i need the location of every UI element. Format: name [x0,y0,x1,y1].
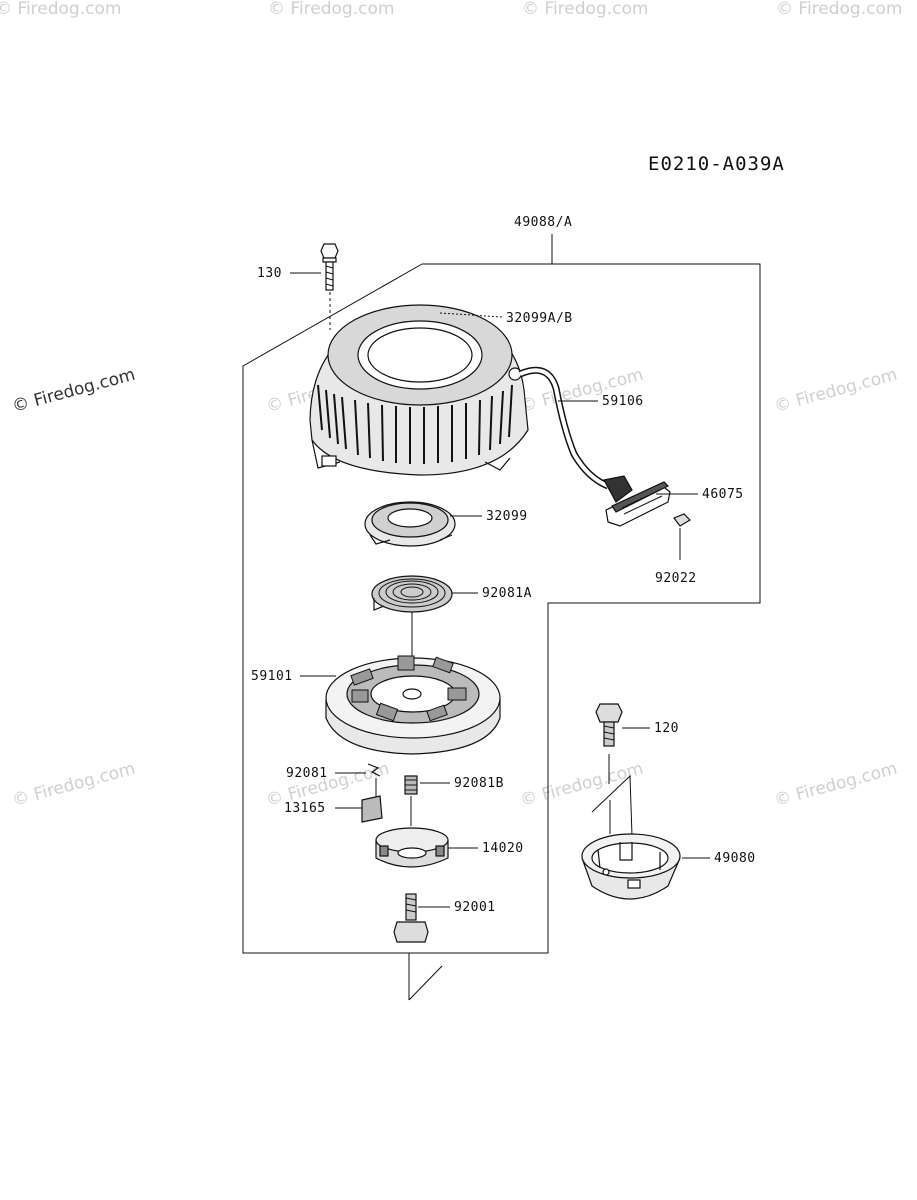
part-label-59106: 59106 [602,394,644,409]
part-label-92081b: 92081B [454,776,504,791]
watermark: © Firedog.com [522,0,648,19]
part-label-14020: 14020 [482,841,524,856]
plate-32099 [364,501,456,547]
bolt-120 [591,703,633,837]
part-label-59101: 59101 [251,669,293,684]
watermark-dark: © Firedog.com [10,365,137,417]
reel-59101 [325,655,501,755]
recoil-cover-32099ab [309,304,529,476]
watermark: © Firedog.com [268,0,394,19]
ratchet-13165 [361,795,383,823]
watermark: © Firedog.com [518,759,645,811]
spring-92081b [404,775,418,826]
part-label-130: 130 [257,266,282,281]
watermark: © Firedog.com [0,0,121,19]
handle-46075 [603,475,671,527]
clip-92022 [673,513,691,560]
part-label-49080: 49080 [714,851,756,866]
part-label-49088a: 49088/A [514,215,572,230]
watermark: © Firedog.com [10,759,137,811]
part-label-13165: 13165 [284,801,326,816]
guide-14020 [375,827,449,868]
assembly-outline [242,234,761,1001]
spring-92081a [371,575,453,613]
part-label-92022: 92022 [655,571,697,586]
watermark: © Firedog.com [772,759,899,811]
part-label-32099ab: 32099A/B [506,311,573,326]
part-labels: 49088/A 130 32099A/B 59106 46075 32099 9… [251,215,756,915]
rope-59106 [518,366,610,490]
diagram-code: E0210-A039A [648,153,785,175]
watermark: © Firedog.com [776,0,902,19]
leader-lines [290,272,710,908]
part-label-46075: 46075 [702,487,744,502]
watermark: © Firedog.com [772,365,899,417]
pulley-49080 [581,833,681,900]
part-label-92081: 92081 [286,766,328,781]
part-label-32099: 32099 [486,509,528,524]
bolt-130 [320,243,339,330]
part-label-120: 120 [654,721,679,736]
bolt-92001 [393,893,429,943]
part-label-92081a: 92081A [482,586,532,601]
part-label-92001: 92001 [454,900,496,915]
